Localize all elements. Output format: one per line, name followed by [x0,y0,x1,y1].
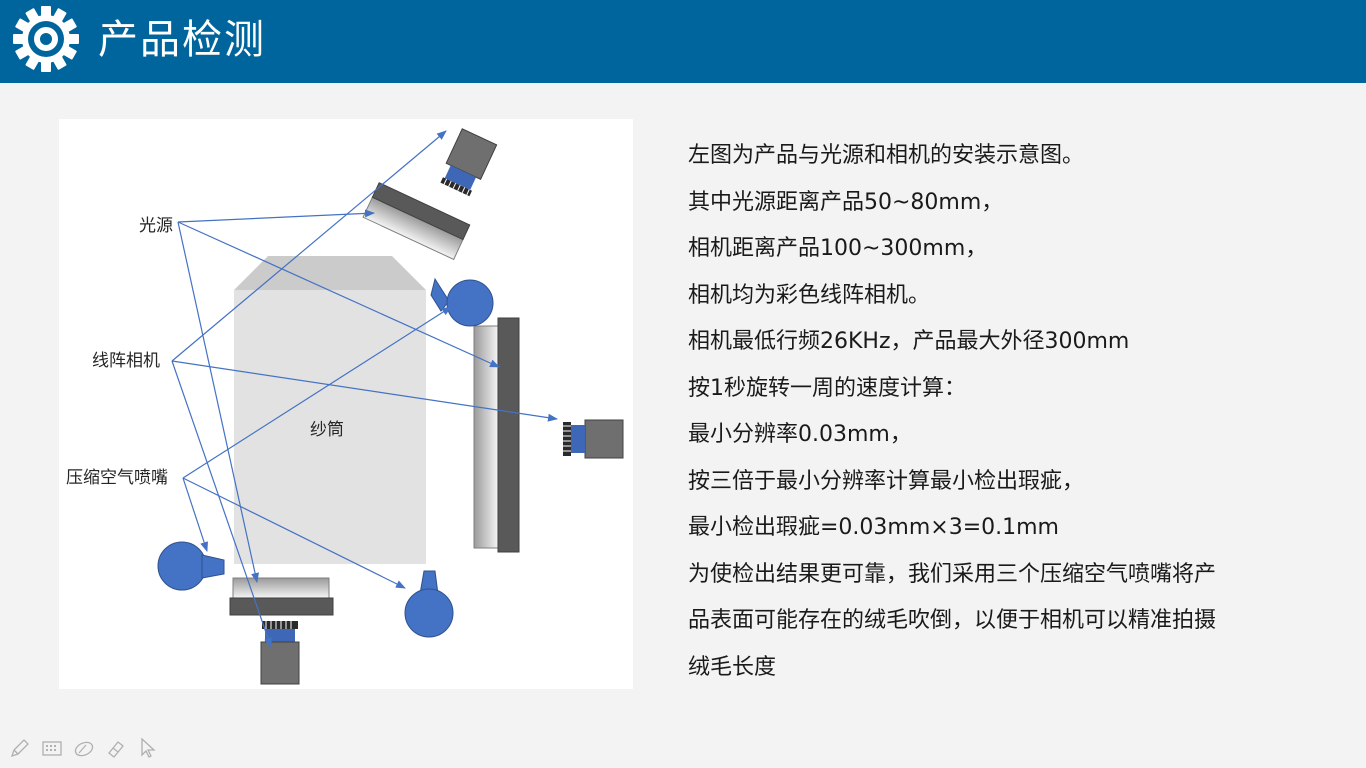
label-light-source: 光源 [139,216,173,236]
desc-line: 按1秒旋转一周的速度计算： [688,375,966,401]
pointer-arrow-icon[interactable] [136,736,160,760]
presentation-toolbar [8,735,160,761]
desc-line: 最小检出瑕疵=0.03mm×3=0.1mm [688,515,1059,540]
light-source-bottom [229,577,334,616]
desc-line: 左图为产品与光源和相机的安装示意图。 [688,143,1085,168]
label-bobbin: 纱筒 [310,420,344,440]
air-nozzle-bottom [404,570,454,638]
desc-line: 绒毛长度 [688,654,777,680]
desc-line: 相机距离产品100~300mm， [688,236,988,261]
title-bar: 产品检测 [0,0,1366,83]
line-camera-top [440,128,498,197]
eraser-icon[interactable] [72,736,96,760]
light-source-right [473,317,520,553]
line-camera-bottom [260,621,300,685]
diagram-canvas: 光源 线阵相机 压缩空气喷嘴 纱筒 [66,128,624,685]
line-camera-right [563,419,624,459]
desc-line: 品表面可能存在的绒毛吹倒，以便于相机可以精准拍摄 [688,608,1217,633]
installation-diagram: 光源 线阵相机 压缩空气喷嘴 纱筒 [59,119,633,689]
bobbin-shape [234,256,426,564]
desc-line: 为使检出结果更可靠，我们采用三个压缩空气喷嘴将产 [688,561,1217,587]
air-nozzle-left [157,541,225,591]
light-source-top [362,182,471,261]
label-air-nozzle: 压缩空气喷嘴 [66,468,168,488]
label-line-camera: 线阵相机 [92,351,160,371]
pen-icon[interactable] [8,736,32,760]
air-nozzle-top [430,277,494,327]
highlighter-icon[interactable] [104,736,128,760]
page-title: 产品检测 [98,17,266,63]
desc-line: 相机最低行频26KHz，产品最大外径300mm [688,329,1130,354]
description-text: 左图为产品与光源和相机的安装示意图。 其中光源距离产品50~80mm， 相机距离… [688,133,1328,691]
desc-line: 最小分辨率0.03mm， [688,422,912,447]
desc-line: 按三倍于最小分辨率计算最小检出瑕疵， [688,468,1085,494]
keyboard-icon[interactable] [40,736,64,760]
gear-icon [13,6,79,72]
desc-line: 其中光源距离产品50~80mm， [688,189,1004,215]
desc-line: 相机均为彩色线阵相机。 [688,282,931,308]
leader-arrows [171,130,558,648]
